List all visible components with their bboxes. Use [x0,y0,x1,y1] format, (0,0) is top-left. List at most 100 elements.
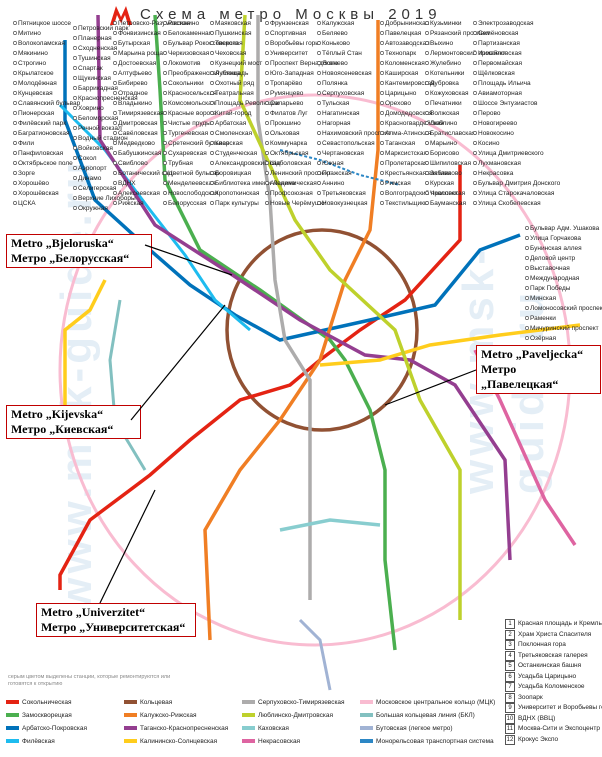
station-dot [473,151,477,155]
station-label: Третьяковская [322,190,366,197]
station-label: Площадь Революции [215,100,280,107]
station-dot [425,101,429,105]
station-dot [317,121,321,125]
station-dot [525,276,529,280]
station-label: Дубровка [430,79,459,87]
station-label: Ольховая [270,130,300,137]
station-dot [73,146,77,150]
station-dot [265,131,269,135]
station-dot [113,191,117,195]
station-dot [13,131,17,135]
station-label: Тёплый Стан [322,49,362,57]
station-dot [210,101,214,105]
station-dot [13,151,17,155]
station-dot [113,201,117,205]
station-dot [425,81,429,85]
station-dot [163,71,167,75]
station-dot [317,71,321,75]
station-label: Планерная [78,35,112,42]
poi-label: Усадьба Царицыно [518,672,577,680]
callout-line2: Метро „Белорусская“ [11,251,130,265]
station-dot [210,151,214,155]
line-kalininsko-solntsevskaya [319,323,581,367]
station-dot [473,91,477,95]
station-dot [73,196,77,200]
station-dot [380,91,384,95]
station-label: Отрадное [118,90,148,97]
legend-swatch [360,739,373,744]
station-label: Спартак [78,65,103,72]
station-label: Прокшино [270,120,301,127]
poi-label: Храм Христа Спасителя [518,630,592,638]
station-label: Котельники [430,70,465,77]
station-label: Павелецкая [385,30,422,37]
legend-label: Большая кольцевая линия (БКЛ) [376,712,475,719]
station-label: Охотный ряд [215,79,254,87]
station-label: Филёвский парк [18,119,66,127]
station-dot [265,61,269,65]
station-dot [380,81,384,85]
station-label: Кузьминки [430,20,462,27]
station-label: Измайловская [478,49,522,57]
station-label: Новые Черёмушки [270,200,327,207]
station-dot [317,21,321,25]
station-dot [425,61,429,65]
station-label: Шипиловская [430,160,471,167]
station-dot [425,151,429,155]
station-dot [317,191,321,195]
station-label: Авиамоторная [478,90,522,97]
station-dot [73,66,77,70]
station-label: Бабушкинская [118,149,162,157]
station-dot [210,41,214,45]
station-label: Белорусская [168,200,207,207]
station-label: Добрынинская [385,19,430,27]
station-label: Саларьево [270,100,304,107]
station-label: Краснопресненская [78,95,138,102]
station-dot [317,61,321,65]
station-dot [525,266,529,270]
station-label: Панфиловская [18,150,64,157]
station-dot [210,81,214,85]
station-dot [113,41,117,45]
station-dot [73,116,77,120]
station-dot [425,171,429,175]
station-label: Боровицкая [215,170,252,177]
station-dot [210,141,214,145]
station-label: Южная [322,160,344,167]
legend-swatch [6,726,19,731]
station-label: Красные ворота [168,110,217,117]
poi-number: 2 [505,629,515,640]
station-dot [473,21,477,25]
legend-label: Каховская [258,725,289,732]
station-labels: Пятницкое шоссеМитиноВолоколамскаяМякини… [13,19,602,362]
poi-number: 3 [505,640,515,650]
station-label: Хорошёвская [18,190,59,197]
station-label: Бунинская аллея [530,245,582,252]
station-dot [265,91,269,95]
station-dot [210,111,214,115]
station-label: Нагорная [322,120,351,127]
station-label: Смоленская [215,130,252,137]
station-label: Дмитровская [118,120,158,127]
station-dot [380,51,384,55]
station-dot [265,31,269,35]
station-label: Улица Дмитриевского [478,150,544,157]
station-dot [265,71,269,75]
station-dot [473,161,477,165]
station-dot [380,191,384,195]
legend-label: Кольцевая [140,699,173,706]
station-dot [425,31,429,35]
station-dot [380,61,384,65]
station-label: Каширская [385,70,419,77]
legend-item: Московское центральное кольцо (МЦК) [360,699,495,706]
station-label: Октябрьская [270,149,309,157]
poi-label: Третьяковская галерея [518,651,588,659]
station-label: Фонвизинская [118,30,161,37]
station-label: Фрунзенская [270,20,309,27]
station-dot [113,181,117,185]
legend-swatch [124,726,137,731]
